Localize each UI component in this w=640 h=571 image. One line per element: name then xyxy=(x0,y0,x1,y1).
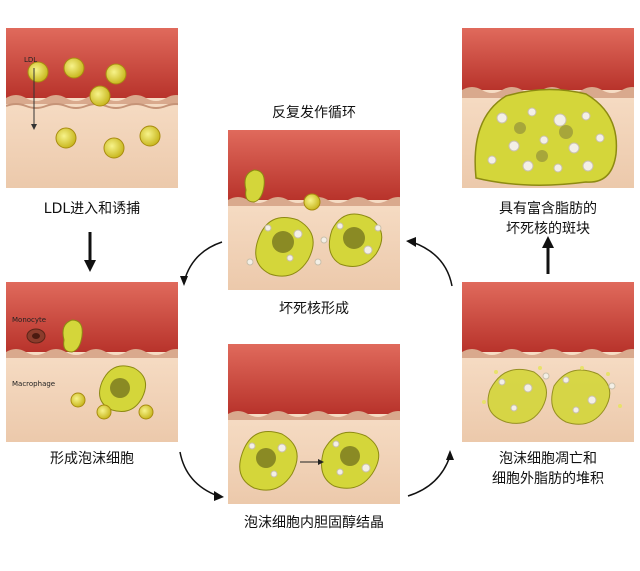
panel-foam-cell: Monocyte Macrophage xyxy=(6,282,178,442)
caption-cycle: 反复发作循环 xyxy=(272,105,356,121)
macrophage-label: Macrophage xyxy=(12,380,55,388)
caption-foam-cell: 形成泡沫细胞 xyxy=(50,451,134,467)
caption-ldl-entry: LDL进入和诱捕 xyxy=(43,201,141,217)
arrow-down-icon xyxy=(84,232,96,272)
monocyte-label: Monocyte xyxy=(12,316,46,324)
panel-apoptosis xyxy=(462,282,634,442)
caption-cholesterol-crystal: 泡沫细胞内胆固醇结晶 xyxy=(244,515,384,531)
curved-arrow-icon xyxy=(407,450,454,497)
curved-arrow-icon xyxy=(179,451,224,501)
panel-necrotic-core xyxy=(228,130,400,290)
arrow-up-icon xyxy=(542,236,554,274)
caption-apoptosis-2: 细胞外脂肪的堆积 xyxy=(492,471,604,487)
caption-apoptosis-1: 泡沫细胞凋亡和 xyxy=(499,451,597,467)
panel-ldl-entry: LDL xyxy=(6,28,178,188)
ldl-particle xyxy=(27,57,161,159)
curved-arrow-icon xyxy=(180,241,223,286)
ldl-label: LDL xyxy=(24,56,37,64)
caption-plaque-2: 坏死核的斑块 xyxy=(506,221,590,237)
caption-necrotic-core: 坏死核形成 xyxy=(279,301,349,317)
caption-plaque-1: 具有富含脂肪的 xyxy=(499,201,597,217)
panel-plaque xyxy=(462,28,634,188)
panel-cholesterol-crystal xyxy=(228,344,400,504)
curved-arrow-icon xyxy=(406,237,453,287)
